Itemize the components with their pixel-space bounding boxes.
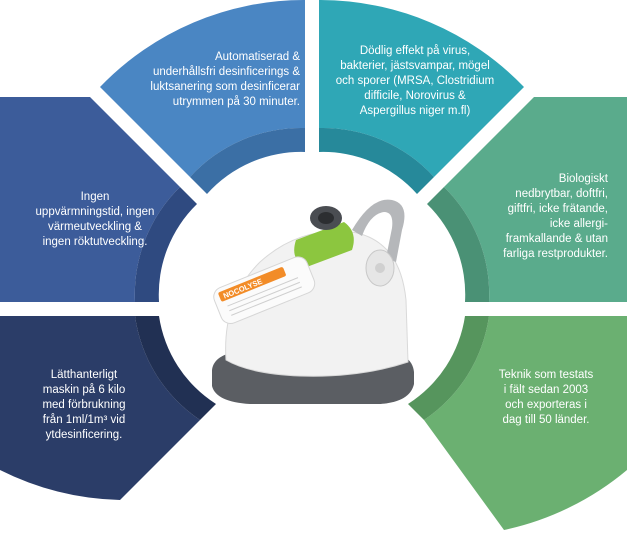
segment-mid-right	[444, 97, 627, 302]
text-line: farliga restprodukter.	[503, 248, 608, 260]
text-line: i fält sedan 2003	[503, 384, 589, 396]
text-line: Automatiserad &	[214, 51, 300, 63]
text-line: Dödlig effekt på virus,	[359, 45, 471, 57]
text-top-right: Dödlig effekt på virus, bakterier, jästs…	[330, 44, 500, 119]
text-line: bakterier, jästsvampar, mögel	[340, 60, 490, 72]
segment-bottom-right	[424, 316, 627, 530]
nozzle-opening	[318, 212, 334, 224]
text-line: underhållsfri desinficerings &	[152, 66, 300, 78]
text-bottom-left: Lätthanterligt maskin på 6 kilo med förb…	[24, 368, 144, 443]
text-line: och sporer (MRSA, Clostridium	[335, 75, 495, 87]
text-line: utrymmen på 30 minuter.	[172, 96, 300, 108]
band-bottom-right	[408, 316, 489, 420]
machine-handle	[352, 199, 405, 262]
text-line: dag till 50 länder.	[502, 414, 590, 426]
text-line: Ingen	[80, 191, 110, 203]
text-mid-left: Ingen uppvärmningstid, ingen värmeutveck…	[25, 190, 165, 250]
band-top-right	[319, 127, 434, 194]
text-line: difficile, Norovirus &	[364, 90, 466, 102]
text-top-left: Automatiserad & underhållsfri desinficer…	[150, 50, 300, 110]
text-line: Aspergillus niger m.fl)	[359, 105, 471, 117]
text-line: med förbrukning	[42, 399, 126, 411]
segment-top-left	[100, 0, 305, 177]
text-line: Lätthanterligt	[50, 369, 118, 381]
text-line: ingen röktutveckling.	[42, 236, 148, 248]
text-line: giftfri, icke frätande,	[507, 203, 608, 215]
text-mid-right: Biologiskt nedbrytbar, doftfri, giftfri,…	[468, 172, 608, 262]
text-line: Biologiskt	[558, 173, 608, 185]
text-line: från 1ml/1m³ vid	[42, 414, 126, 426]
bottle-collar	[294, 222, 354, 268]
text-line: och exporteras i	[505, 399, 587, 411]
segment-mid-left	[0, 97, 180, 302]
bottle-line	[231, 286, 302, 316]
text-line: maskin på 6 kilo	[42, 384, 126, 396]
text-line: nedbrytbar, doftfri,	[515, 188, 608, 200]
band-top-left	[190, 127, 305, 194]
control-button	[375, 263, 385, 273]
segment-bottom-left	[0, 316, 200, 500]
bottle-line	[229, 281, 301, 312]
text-line: icke allergi-	[549, 218, 608, 230]
text-bottom-right: Teknik som testats i fält sedan 2003 och…	[486, 368, 606, 428]
text-line: luktsanering som desinficerar	[150, 81, 300, 93]
text-line: Teknik som testats	[498, 369, 594, 381]
band-bottom-left	[135, 316, 216, 420]
bottle-label-band	[218, 267, 286, 302]
band-mid-left	[134, 187, 197, 302]
text-line: uppvärmningstid, ingen	[35, 206, 155, 218]
disinfection-machine-image: NOCOLYSE	[212, 199, 414, 404]
band-mid-right	[427, 187, 490, 302]
bottle-line	[227, 277, 299, 307]
text-line: värmeutveckling &	[48, 221, 142, 233]
segment-top-right	[319, 0, 524, 177]
text-line: ytdesinficering.	[45, 429, 123, 441]
text-line: framkallande & utan	[505, 233, 608, 245]
